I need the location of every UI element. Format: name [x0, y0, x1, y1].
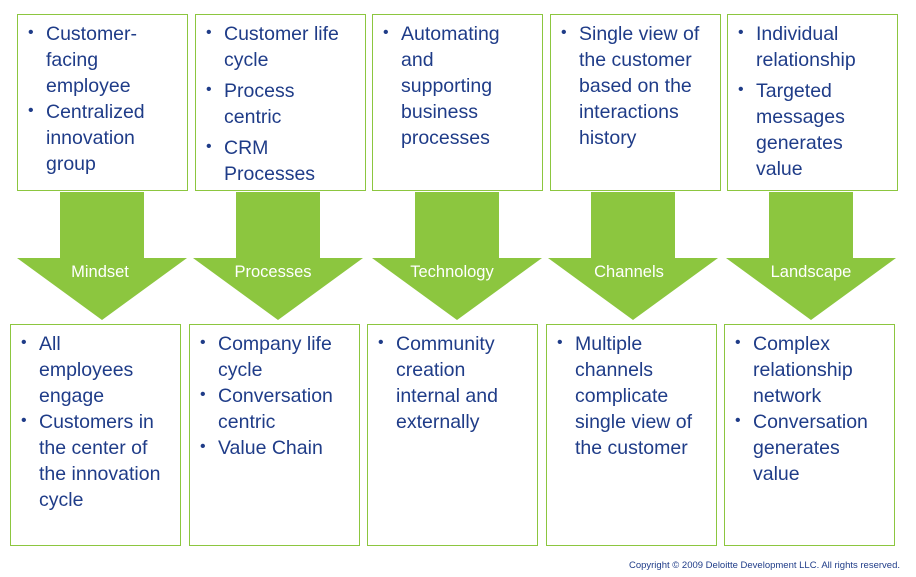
- arrow-channels: [548, 192, 718, 320]
- copyright-notice: Copyright © 2009 Deloitte Development LL…: [628, 560, 900, 571]
- top-box-landscape: Individual relationship Targeted message…: [727, 14, 898, 191]
- bottom-box-mindset: All employees engage Customers in the ce…: [10, 324, 181, 546]
- bottom-item: Community creation internal and external…: [374, 330, 520, 435]
- top-item: Centralized innovation group: [24, 98, 164, 177]
- top-item: Targeted messages generates value: [734, 77, 866, 182]
- top-item: Customer-facing employee: [24, 20, 164, 99]
- arrow-label-mindset: Mindset: [71, 263, 129, 281]
- arrow-mindset: [17, 192, 187, 320]
- top-item: CRM Processes: [202, 134, 324, 187]
- bottom-item: Conversation generates value: [731, 408, 888, 487]
- bottom-box-landscape: Complex relationship network Conversatio…: [724, 324, 895, 546]
- bottom-box-technology: Community creation internal and external…: [367, 324, 538, 546]
- arrow-label-processes: Processes: [234, 263, 312, 281]
- arrow-label-landscape: Landscape: [770, 263, 852, 281]
- bottom-box-processes: Company life cycle Conversation centric …: [189, 324, 360, 546]
- bottom-item: Multiple channels complicate single view…: [553, 330, 709, 461]
- bottom-box-channels: Multiple channels complicate single view…: [546, 324, 717, 546]
- bottom-item: All employees engage: [17, 330, 159, 409]
- arrow-label-technology: Technology: [410, 263, 494, 281]
- arrow-processes: [193, 192, 363, 320]
- bottom-item: Complex relationship network: [731, 330, 873, 409]
- bottom-item: Customers in the center of the innovatio…: [17, 408, 169, 513]
- bottom-item: Conversation centric: [196, 382, 348, 435]
- arrow-label-channels: Channels: [594, 263, 664, 281]
- arrow-landscape: [726, 192, 896, 320]
- bottom-item: Company life cycle: [196, 330, 348, 383]
- top-box-mindset: Customer-facing employee Centralized inn…: [17, 14, 188, 191]
- bottom-item: Value Chain: [196, 434, 348, 461]
- top-box-channels: Single view of the customer based on the…: [550, 14, 721, 191]
- top-item: Customer life cycle: [202, 20, 359, 73]
- top-item: Individual relationship: [734, 20, 874, 73]
- top-box-technology: Automating and supporting business proce…: [372, 14, 543, 191]
- top-item: Process centric: [202, 77, 324, 130]
- arrow-technology: [372, 192, 542, 320]
- top-box-processes: Customer life cycle Process centric CRM …: [195, 14, 366, 191]
- top-item: Single view of the customer based on the…: [557, 20, 707, 151]
- top-item: Automating and supporting business proce…: [379, 20, 511, 151]
